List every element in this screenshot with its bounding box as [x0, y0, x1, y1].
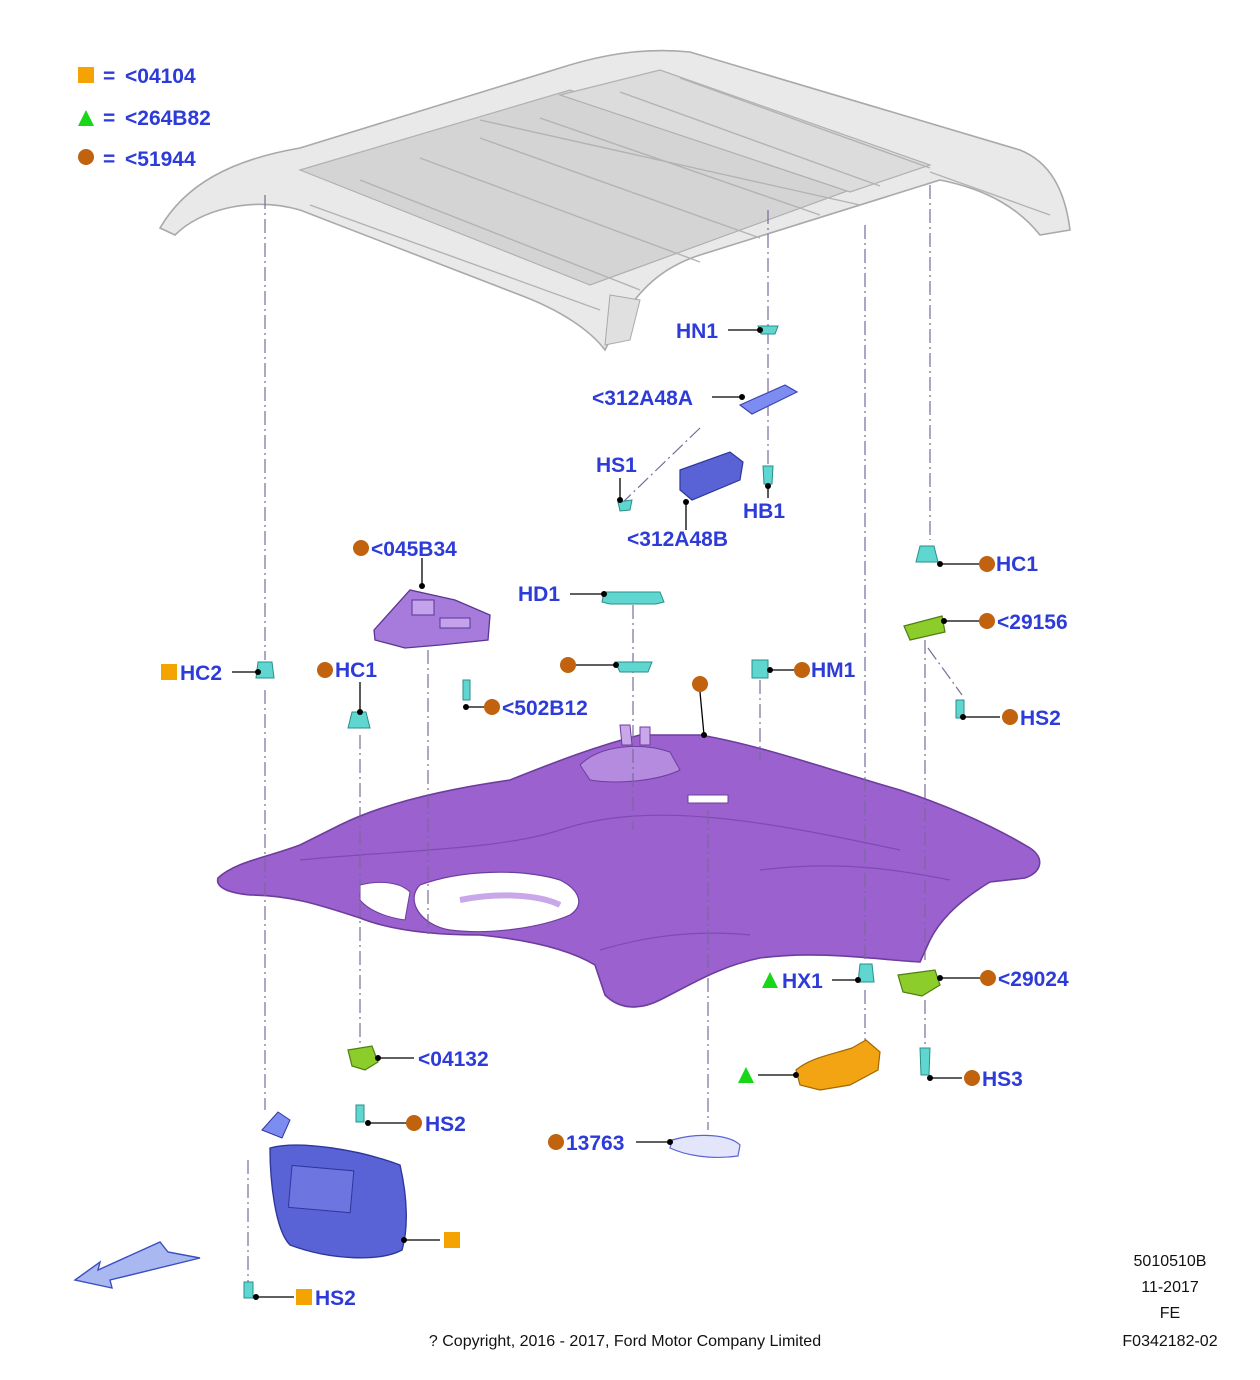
- callout-circle-icon: [560, 657, 576, 673]
- label-hm1: HM1: [811, 659, 856, 682]
- legend-eq-3: =: [103, 148, 115, 171]
- callout-triangle-icon: [738, 1067, 754, 1083]
- legend-eq-1: =: [103, 65, 115, 88]
- label-hb1: HB1: [743, 500, 785, 523]
- label-29024: <29024: [998, 968, 1069, 991]
- bracket-312a48a-icon: [738, 384, 799, 415]
- footer-figure: F0342182-02: [1122, 1333, 1217, 1350]
- hs2-mid-screw-icon: [355, 1104, 365, 1123]
- lamp-13763-icon: [669, 1134, 741, 1159]
- label-312a48b: <312A48B: [627, 528, 728, 551]
- console-045b34-icon: [373, 589, 491, 649]
- headliner: [216, 724, 1041, 1008]
- label-045b34: <045B34: [371, 538, 457, 561]
- legend-triangle-icon: [78, 110, 94, 126]
- label-hc1-left: HC1: [335, 659, 377, 682]
- hc1-right-clip-icon: [915, 545, 939, 563]
- parts: [73, 325, 965, 1299]
- callout-circle-icon: [406, 1115, 422, 1131]
- callout-square-icon: [161, 664, 177, 680]
- legend-text-2: <264B82: [125, 107, 211, 130]
- label-hs2-mid: HS2: [425, 1113, 466, 1136]
- label-312a48a: <312A48A: [592, 387, 693, 410]
- orange-bracket-icon: [795, 1039, 881, 1091]
- hd1-bracket-icon: [601, 591, 665, 605]
- label-hd1: HD1: [518, 583, 560, 606]
- legend-circle-icon: [78, 149, 94, 165]
- legend-square-icon: [78, 67, 94, 83]
- callout-triangle-icon: [762, 972, 778, 988]
- footer-date: 11-2017: [1141, 1279, 1199, 1296]
- hb1-bolt-icon: [762, 465, 774, 485]
- callout-labels: HN1 <312A48A HS1 HB1 <312A48B <045B34 HD…: [180, 320, 1069, 1310]
- callout-circle-icon: [548, 1134, 564, 1150]
- legend: = <04104 = <264B82 = <51944: [78, 65, 211, 171]
- legend-text-3: <51944: [125, 148, 196, 171]
- hx1-clip-icon: [857, 963, 875, 983]
- label-hs2-right: HS2: [1020, 707, 1061, 730]
- label-13763: 13763: [566, 1132, 624, 1155]
- footer-code: 5010510B: [1134, 1253, 1207, 1270]
- bracket-29156-icon: [903, 615, 946, 641]
- callout-square-icon: [444, 1232, 460, 1248]
- label-hc2: HC2: [180, 662, 222, 685]
- clip-29024-icon: [897, 969, 941, 997]
- callout-circle-icon: [692, 676, 708, 692]
- alignment-lines: [247, 185, 963, 1285]
- roof-panel: [158, 49, 1071, 352]
- callout-symbols: [161, 540, 1018, 1305]
- legend-eq-2: =: [103, 107, 115, 130]
- screw-502b12-icon: [462, 679, 471, 701]
- mid-clip-icon: [614, 661, 653, 673]
- callout-circle-icon: [317, 662, 333, 678]
- callout-circle-icon: [484, 699, 500, 715]
- label-502b12: <502B12: [502, 697, 588, 720]
- footer-region: FE: [1160, 1305, 1180, 1322]
- callout-circle-icon: [979, 556, 995, 572]
- callout-circle-icon: [353, 540, 369, 556]
- label-hc1-right: HC1: [996, 553, 1038, 576]
- label-29156: <29156: [997, 611, 1068, 634]
- clip-04132-icon: [347, 1045, 379, 1071]
- callout-square-icon: [296, 1289, 312, 1305]
- callout-circle-icon: [979, 613, 995, 629]
- footer: 5010510B 11-2017 FE F0342182-02 ? Copyri…: [429, 1253, 1218, 1350]
- front-direction-arrow-icon: [73, 1241, 201, 1289]
- callout-circle-icon: [980, 970, 996, 986]
- hs3-screw-icon: [919, 1047, 931, 1076]
- label-hx1: HX1: [782, 970, 823, 993]
- callout-circle-icon: [794, 662, 810, 678]
- label-hs3: HS3: [982, 1068, 1023, 1091]
- legend-text-1: <04104: [125, 65, 196, 88]
- label-hs2-bottom: HS2: [315, 1287, 356, 1310]
- callout-circle-icon: [964, 1070, 980, 1086]
- leader-lines: [232, 327, 1000, 1300]
- module-312a48b-icon: [679, 451, 744, 501]
- hm1-clip-icon: [751, 659, 769, 679]
- hs2-bottom-screw-icon: [243, 1281, 254, 1299]
- callout-circle-icon: [1002, 709, 1018, 725]
- hs1-screw-icon: [617, 499, 633, 512]
- label-hs1: HS1: [596, 454, 637, 477]
- footer-copyright: ? Copyright, 2016 - 2017, Ford Motor Com…: [429, 1333, 821, 1350]
- label-04132: <04132: [418, 1048, 489, 1071]
- label-hn1: HN1: [676, 320, 718, 343]
